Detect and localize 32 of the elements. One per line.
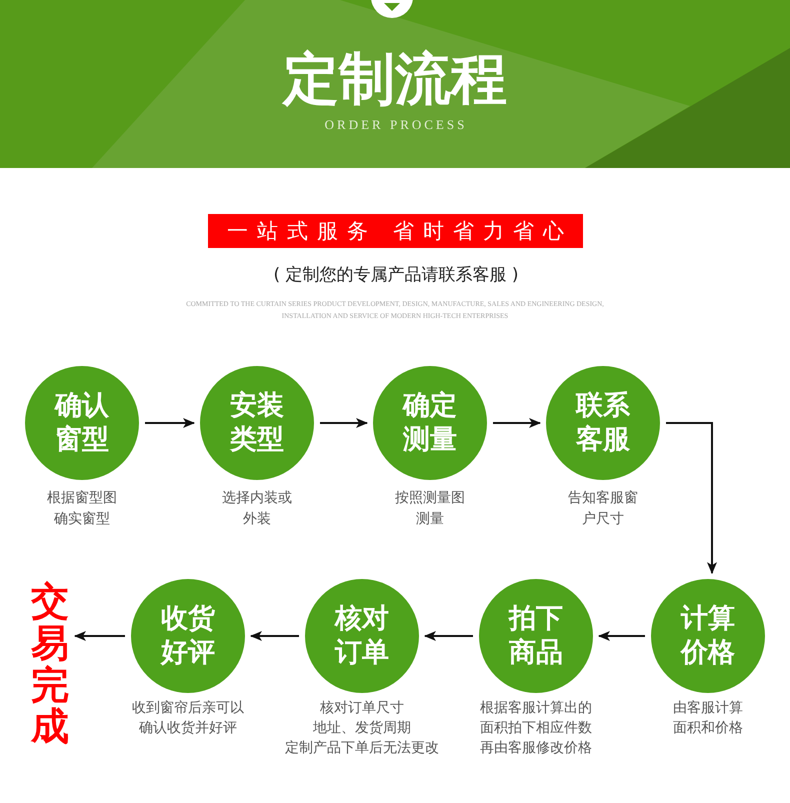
step-caption: 按照测量图测量: [394, 489, 466, 529]
flow-arrow: [250, 631, 299, 641]
step-title: 核对订单: [334, 602, 390, 670]
step-caption: 根据窗型图确实窗型: [46, 489, 118, 529]
page-title: 定制流程: [283, 48, 507, 112]
flow-arrow: [145, 418, 195, 428]
step-caption: 根据客服计算出的面积拍下相应件数再由客服修改价格: [479, 699, 593, 758]
step-caption: 由客服计算面积和价格: [672, 699, 744, 738]
step-title: 计算价格: [680, 602, 736, 670]
instruction-text: ( 定制您的专属产品请联系客服 ): [273, 264, 519, 286]
step-caption: 收到窗帘后亲可以确认收货并好评: [131, 699, 245, 738]
step-title: 拍下商品: [508, 602, 564, 670]
step-caption: 告知客服窗户尺寸: [567, 489, 639, 529]
step-title: 确定测量: [402, 389, 458, 457]
flow-arrow: [493, 418, 541, 428]
step-caption: 核对订单尺寸: [320, 699, 404, 718]
subtitle-text: ORDER PROCESS: [324, 117, 468, 133]
flow-arrow: [320, 418, 368, 428]
flow-arrow: [666, 422, 717, 574]
step-caption: 选择内装或外装: [221, 489, 293, 529]
completion-text: 交易完成: [31, 581, 69, 748]
flow-arrow: [598, 631, 645, 641]
slogan-text: 一站式服务 省时省力省心: [226, 218, 573, 245]
flow-arrow: [74, 631, 125, 641]
step-caption: 定制产品下单后无法更改: [285, 739, 439, 758]
step-caption: 地址、发货周期: [313, 719, 411, 738]
step-title: 确认窗型: [54, 389, 110, 457]
slogan-banner: [208, 214, 583, 248]
step-title: 收货好评: [160, 602, 216, 670]
flow-arrow: [424, 631, 473, 641]
step-title: 安装类型: [228, 389, 285, 457]
step-title: 联系客服: [574, 389, 631, 457]
